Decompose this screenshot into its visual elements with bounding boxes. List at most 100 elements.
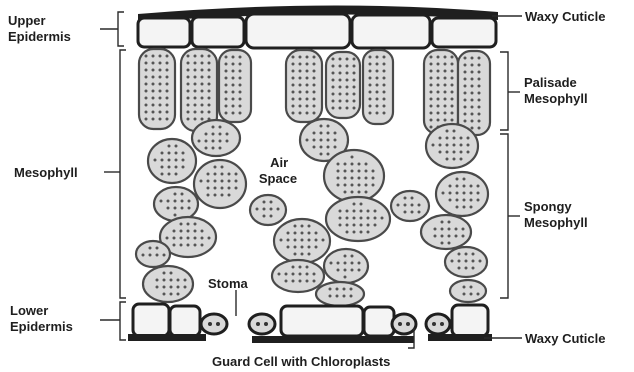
chloroplast-dot [346,79,349,82]
chloroplast-dot [225,70,228,73]
chloroplast-dot [256,208,259,211]
palisade-cell [139,49,175,129]
chloroplast-dot [187,76,190,79]
chloroplast-dot [337,184,340,187]
chloroplast-dot [175,173,178,176]
chloroplast-dot [239,105,242,108]
chloroplast-dot [350,295,353,298]
chloroplast-dot [294,246,297,249]
chloroplast-dot [180,244,183,247]
chloroplast-dot [353,93,356,96]
chloroplast-dot [232,112,235,115]
chloroplast-dot [292,84,295,87]
chloroplast-dot [456,192,459,195]
chloroplast-dot [337,262,340,265]
chloroplast-dot [360,231,363,234]
chloroplast-dot [453,130,456,133]
chloroplast-dot [346,107,349,110]
chloroplast-dot [376,63,379,66]
chloroplast-dot [187,55,190,58]
chloroplast-dot [225,112,228,115]
chloroplast-dot [145,62,148,65]
chloroplast-dot [339,86,342,89]
chloroplast-dot [448,242,451,245]
chloroplast-dot [280,239,283,242]
chloroplast-dot [344,255,347,258]
chloroplast-dot [194,244,197,247]
chloroplast-dot [418,204,421,207]
chloroplast-dot [159,76,162,79]
chloroplast-dot [339,79,342,82]
chloroplast-dot [226,140,229,143]
chloroplast-dot [175,152,178,155]
chloroplast-dot [149,247,152,250]
chloroplast-dot [292,266,295,269]
chloroplast-dot [446,144,449,147]
chloroplast-dot [470,199,473,202]
chloroplast-dot [201,244,204,247]
chloroplast-dot [207,180,210,183]
chloroplast-dot [299,91,302,94]
chloroplast-dot [225,77,228,80]
chloroplast-dot [339,224,342,227]
chloroplast-dot [212,140,215,143]
chloroplast-dot [346,210,349,213]
chloroplast-dot [159,118,162,121]
chloroplast-dot [455,235,458,238]
chloroplast-dot [287,232,290,235]
chloroplast-dot [369,91,372,94]
chloroplast-dot [464,64,467,67]
chloroplast-dot [376,98,379,101]
chloroplast-dot [208,111,211,114]
upper-epidermis-cell [192,17,244,47]
chloroplast-dot [343,295,346,298]
chloroplast-dot [451,260,454,263]
chloroplast-dot [299,266,302,269]
chloroplast-dot [404,197,407,200]
chloroplast-dot [170,286,173,289]
chloroplast-dot [166,237,169,240]
chloroplast-dot [322,239,325,242]
chloroplast-dot [292,70,295,73]
chloroplast-dot [451,98,454,101]
chloroplast-dot [170,279,173,282]
chloroplast-dot [332,86,335,89]
chloroplast-dot [478,106,481,109]
upper-epidermis-cell [246,14,350,48]
chloroplast-dot [175,145,178,148]
chloroplast-dot [208,76,211,79]
chloroplast-dot [292,77,295,80]
chloroplast-dot [353,72,356,75]
chloroplast-dot [442,192,445,195]
chloroplast-dot [194,69,197,72]
chloroplast-dot [344,177,347,180]
spongy-cell [154,187,198,221]
chloroplast-dot [353,58,356,61]
chloroplast-dot [444,112,447,115]
chloroplast-dot [477,185,480,188]
chloroplast-dot [145,90,148,93]
chloroplast-dot [152,62,155,65]
chloroplast-dot [194,111,197,114]
chloroplast-dot [239,77,242,80]
chloroplast-dot [306,77,309,80]
chloroplast-dot [471,78,474,81]
chloroplast-dot [313,56,316,59]
chloroplast-dot [315,246,318,249]
chloroplast-dot [346,100,349,103]
chloroplast-dot [170,272,173,275]
chloroplast-dot [208,104,211,107]
chloroplast-dot [478,92,481,95]
chloroplast-dot [201,55,204,58]
chloroplast-dot [263,215,266,218]
chloroplast-dot [187,104,190,107]
chloroplast-dot [145,69,148,72]
chloroplast-dot [343,288,346,291]
chloroplast-dot [205,147,208,150]
chloroplast-dot [444,98,447,101]
spongy-cell [326,197,390,241]
chloroplast-dot [332,65,335,68]
chloroplast-dot [478,127,481,130]
chloroplast-dot [306,105,309,108]
chloroplast-dot [159,90,162,93]
